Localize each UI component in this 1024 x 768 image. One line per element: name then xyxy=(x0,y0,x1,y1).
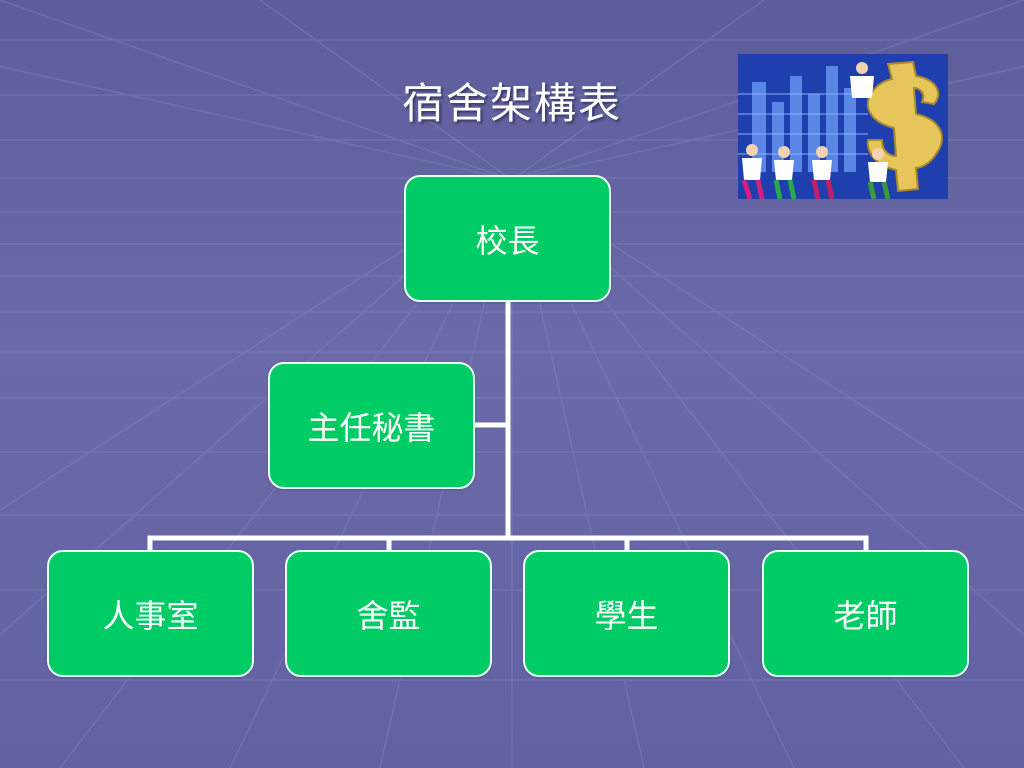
org-node-label: 老師 xyxy=(833,596,898,635)
org-node-label: 人事室 xyxy=(102,596,199,635)
org-node-child[interactable]: 舍監 xyxy=(285,550,492,677)
org-node-assistant[interactable]: 主任秘書 xyxy=(268,362,475,489)
org-node-root[interactable]: 校長 xyxy=(404,175,611,302)
org-node-label: 主任秘書 xyxy=(307,408,436,447)
org-node-label: 校長 xyxy=(475,221,540,260)
slide-title: 宿舍架構表 xyxy=(401,79,622,128)
org-node-label: 學生 xyxy=(594,596,659,635)
org-node-label: 舍監 xyxy=(356,596,421,635)
org-node-child[interactable]: 學生 xyxy=(523,550,730,677)
org-node-child[interactable]: 老師 xyxy=(762,550,969,677)
business-people-dollar-clipart-icon xyxy=(738,54,948,199)
org-node-child[interactable]: 人事室 xyxy=(47,550,254,677)
